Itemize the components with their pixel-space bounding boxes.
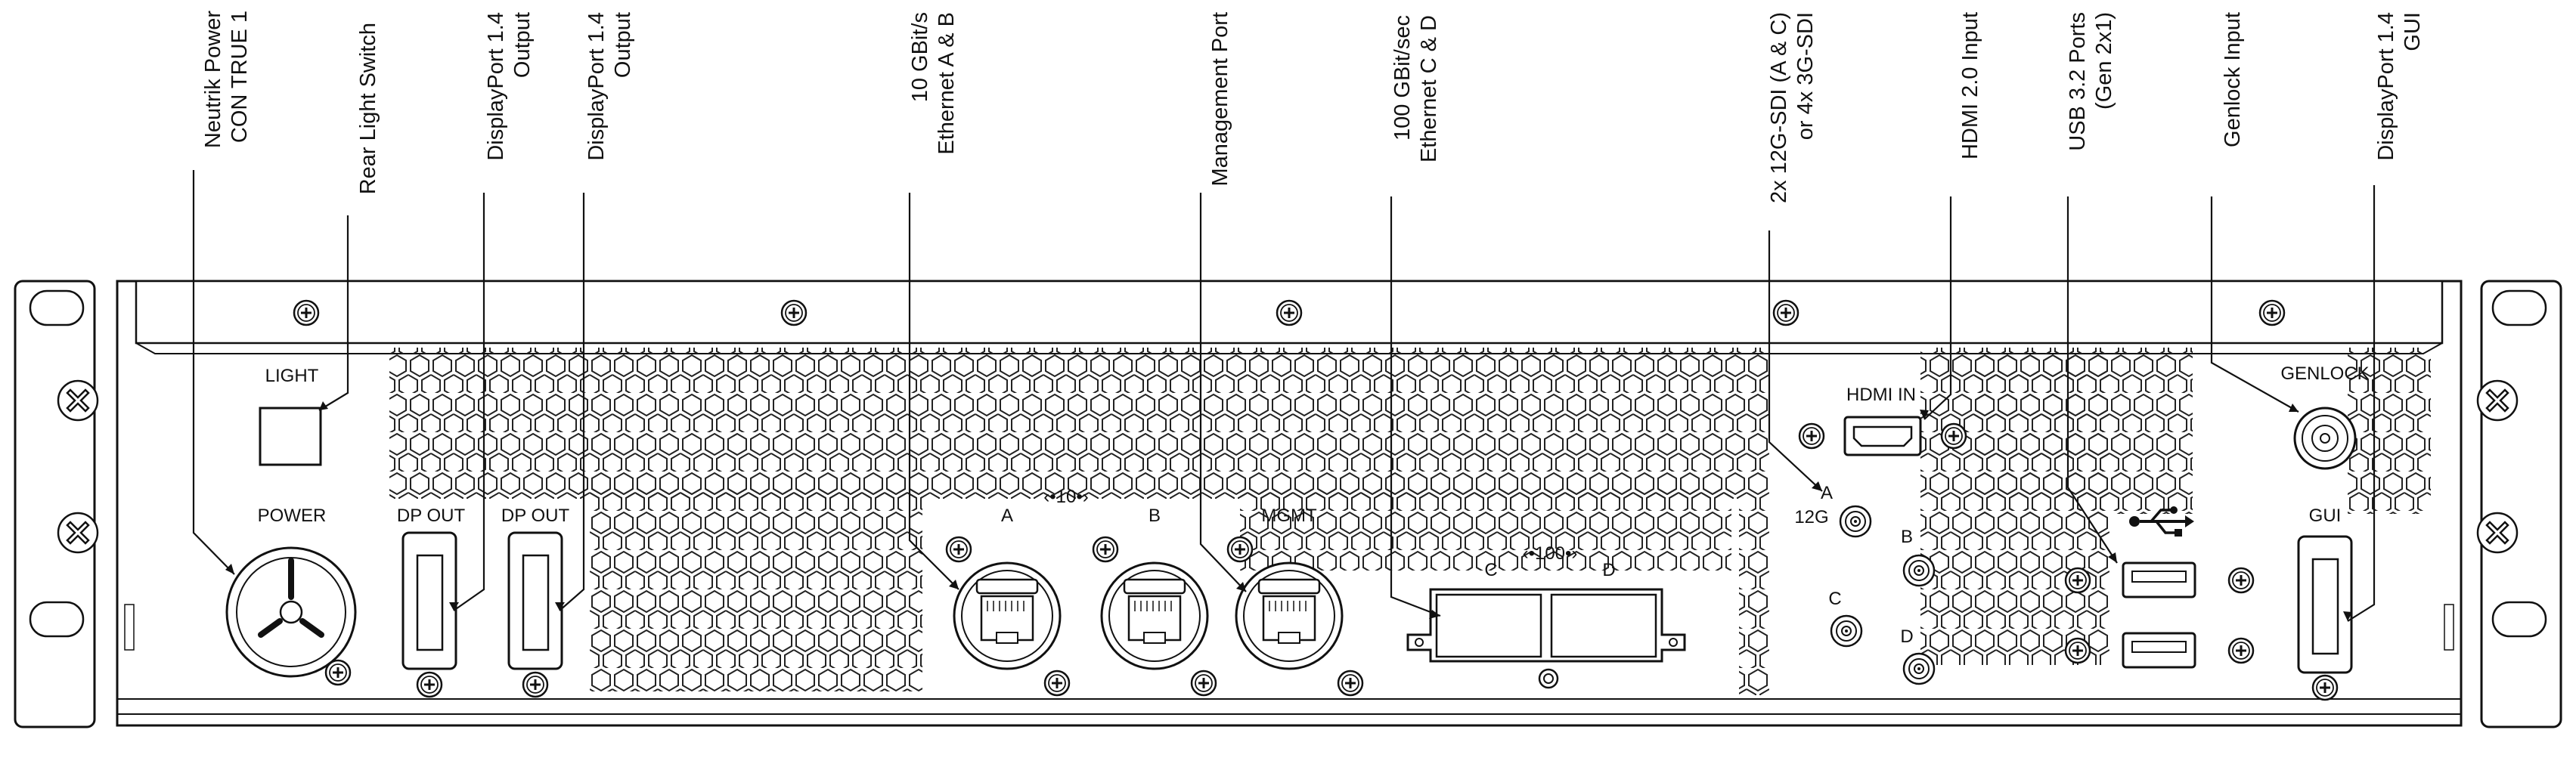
port-c-label: C — [1484, 560, 1497, 580]
leader-lines — [192, 170, 2376, 622]
port-a-label: A — [1001, 506, 1013, 526]
sdi-b-bnc[interactable] — [1902, 554, 1936, 587]
rj45-port-icon[interactable] — [1235, 561, 1344, 670]
hdmi-in-label: HDMI IN — [1846, 385, 1916, 405]
callout-eth-10g-line2: Ethernet A & B — [935, 12, 959, 155]
callout-dp-gui: DisplayPort 1.4 GUI — [2374, 12, 2425, 161]
rack-screw-icon — [57, 379, 99, 422]
dp-out-1-label: DP OUT — [397, 506, 466, 526]
sdi-a-bnc[interactable] — [1839, 505, 1872, 538]
group-100-label: ‹•100•› — [1523, 543, 1578, 564]
callout-genlock-line1: Genlock Input — [2221, 12, 2245, 147]
gui-label: GUI — [2309, 506, 2342, 526]
power-label: POWER — [258, 506, 327, 526]
callout-dp-gui-line2: GUI — [2401, 12, 2425, 51]
rack-ear-left — [14, 280, 99, 728]
callout-dp-out-2-line1: DisplayPort 1.4 — [584, 12, 609, 161]
dp-out-1-port[interactable] — [401, 531, 457, 698]
sdi-d-label: D — [1900, 626, 1913, 647]
sdi-c-label: C — [1828, 589, 1841, 609]
usb-icon — [2129, 506, 2194, 537]
callout-eth-100g: 100 GBit/sec Ethernet C & D — [1390, 15, 1441, 162]
qsfp-cage[interactable] — [1406, 588, 1686, 689]
callout-dp-gui-line1: DisplayPort 1.4 — [2374, 12, 2398, 161]
callout-eth-100g-line2: Ethernet C & D — [1417, 15, 1441, 162]
light-label: LIGHT — [265, 366, 319, 386]
dp-out-2-label: DP OUT — [501, 506, 570, 526]
light-switch[interactable] — [259, 407, 322, 466]
callout-neutrik-line1: Neutrik Power — [201, 11, 225, 148]
dp-gui-port[interactable] — [2297, 535, 2353, 701]
sdi-a-label: A — [1821, 483, 1833, 503]
callout-eth-10g-line1: 10 GBit/s — [908, 12, 932, 102]
rj45-port-icon[interactable] — [953, 561, 1062, 670]
callout-eth-100g-line1: 100 GBit/sec — [1390, 15, 1415, 141]
leader-arrows — [225, 401, 2352, 621]
sdi-d-bnc[interactable] — [1902, 652, 1936, 685]
mgmt-label: MGMT — [1261, 506, 1317, 526]
genlock-label: GENLOCK — [2280, 363, 2369, 384]
callout-sdi-line1: 2x 12G-SDI (A & C) — [1767, 12, 1791, 203]
rack-ear-right — [2476, 280, 2562, 728]
callout-usb-line1: USB 3.2 Ports — [2066, 12, 2090, 151]
callout-dp-out-1-line1: DisplayPort 1.4 — [484, 12, 508, 161]
callout-sdi-line2: or 4x 3G-SDI — [1793, 12, 1818, 140]
callout-sdi: 2x 12G-SDI (A & C) or 4x 3G-SDI — [1767, 12, 1818, 203]
callout-rear-light-line1: Rear Light Switch — [356, 23, 380, 194]
vent-grilles — [389, 348, 2431, 695]
callout-dp-out-1: DisplayPort 1.4 Output — [484, 12, 535, 161]
callout-neutrik-line2: CON TRUE 1 — [228, 11, 252, 143]
sdi-c-bnc[interactable] — [1830, 614, 1863, 648]
callout-genlock: Genlock Input — [2221, 12, 2245, 147]
callout-usb: USB 3.2 Ports (Gen 2x1) — [2066, 12, 2116, 151]
callout-neutrik: Neutrik Power CON TRUE 1 — [201, 11, 252, 148]
callout-dp-out-2: DisplayPort 1.4 Output — [584, 12, 635, 161]
rack-screw-icon — [2476, 379, 2519, 422]
usb-port-bottom[interactable] — [2122, 632, 2196, 669]
group-10-label: ‹•10•› — [1043, 487, 1088, 507]
rack-screw-icon — [57, 512, 99, 554]
callout-hdmi: HDMI 2.0 Input — [1958, 12, 1982, 159]
sdi-b-label: B — [1901, 527, 1913, 547]
genlock-bnc[interactable] — [2293, 407, 2357, 470]
sdi-12g-label: 12G — [1794, 507, 1828, 527]
hdmi-port[interactable] — [1798, 416, 1967, 456]
callout-eth-10g: 10 GBit/s Ethernet A & B — [908, 12, 959, 155]
callout-hdmi-line1: HDMI 2.0 Input — [1958, 12, 1982, 159]
callout-usb-line2: (Gen 2x1) — [2092, 12, 2116, 110]
dp-out-2-port[interactable] — [507, 531, 563, 698]
powercon-icon — [225, 546, 357, 686]
rack-screw-icon — [2476, 512, 2519, 554]
rj45-port-icon[interactable] — [1100, 561, 1209, 670]
usb-port-top[interactable] — [2122, 561, 2196, 598]
port-d-label: D — [1602, 560, 1615, 580]
callout-dp-out-1-line2: Output — [510, 12, 535, 78]
port-b-label: B — [1149, 506, 1161, 526]
callout-rear-light: Rear Light Switch — [356, 23, 380, 194]
callout-dp-out-2-line2: Output — [611, 12, 635, 78]
callout-mgmt-line1: Management Port — [1208, 12, 1232, 187]
callout-mgmt: Management Port — [1208, 12, 1232, 187]
